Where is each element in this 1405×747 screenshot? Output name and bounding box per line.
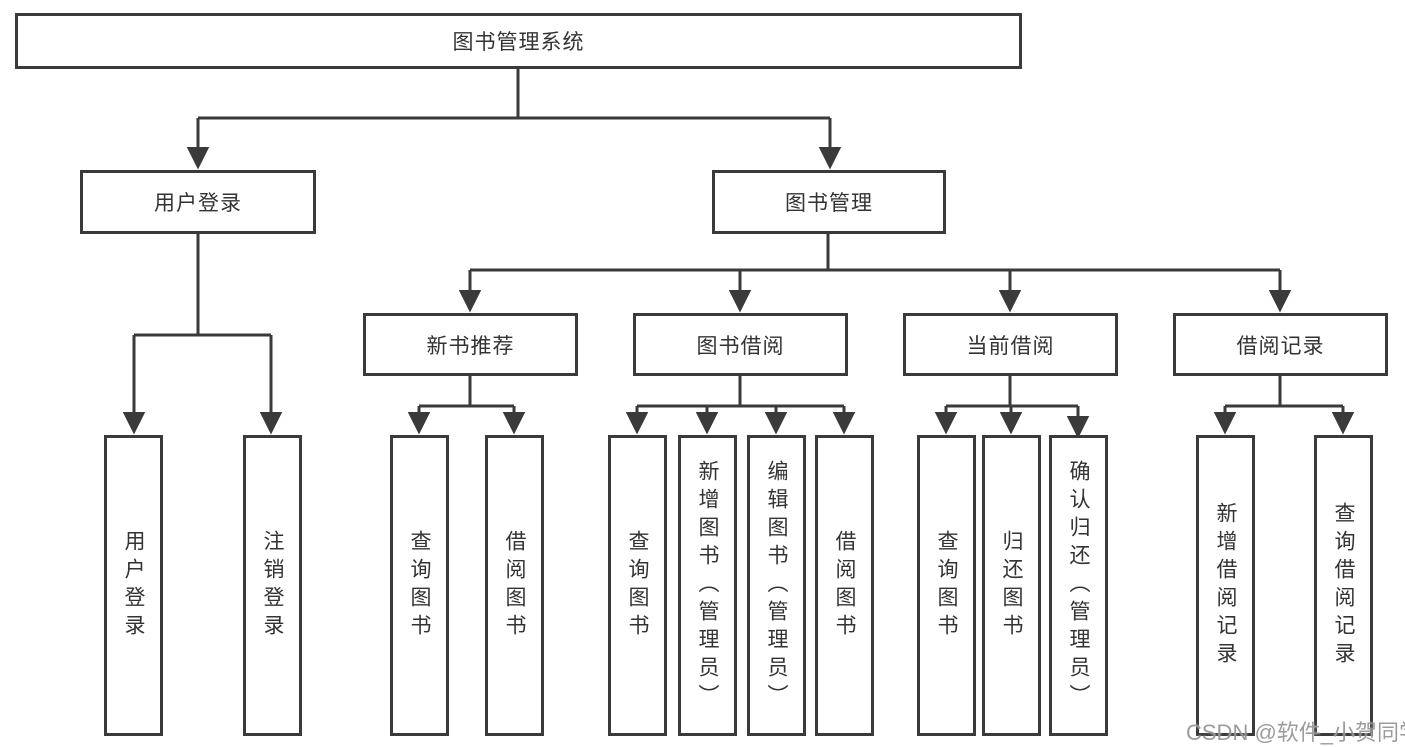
- leaf-label: 确认归还（管理员）: [1067, 459, 1090, 712]
- connector-cur-borrow-trunk: [946, 376, 1078, 408]
- leaf-label: 新增借阅记录: [1214, 501, 1237, 670]
- leaf-return-book: 归还图书: [982, 435, 1041, 736]
- node-label: 当前借阅: [966, 334, 1055, 358]
- node-current-borrowing: 当前借阅: [903, 313, 1118, 376]
- leaf-label: 注销登录: [261, 529, 284, 642]
- connector-new-book-trunk: [419, 376, 514, 408]
- node-new-book-recommendation: 新书推荐: [363, 313, 578, 376]
- node-library-management-system: 图书管理系统: [15, 13, 1022, 69]
- connector-book-borrow-trunk: [637, 376, 844, 408]
- leaf-borrow-books: 借阅图书: [815, 435, 874, 736]
- node-label: 借阅记录: [1236, 334, 1325, 358]
- leaf-label: 用户登录: [122, 529, 145, 642]
- leaf-query-borrow-record: 查询借阅记录: [1314, 435, 1373, 736]
- node-user-login: 用户登录: [80, 170, 316, 234]
- node-book-borrowing: 图书借阅: [633, 313, 848, 376]
- leaf-label: 新增图书（管理员）: [696, 459, 719, 712]
- node-label: 用户登录: [154, 192, 242, 215]
- node-label: 图书管理系统: [452, 31, 585, 54]
- leaf-query-books: 查询图书: [608, 435, 667, 736]
- leaf-logout: 注销登录: [243, 435, 302, 736]
- leaf-confirm-return-admin: 确认归还（管理员）: [1049, 435, 1108, 736]
- leaf-add-book-admin: 新增图书（管理员）: [678, 435, 737, 736]
- node-label: 新书推荐: [426, 334, 515, 358]
- leaf-label: 编辑图书（管理员）: [765, 459, 788, 712]
- node-label: 图书管理: [785, 192, 873, 215]
- leaf-query-books: 查询图书: [390, 435, 449, 736]
- connector-book-mgmt-trunk: [470, 234, 1280, 272]
- csdn-watermark: CSDN @软件_小贺同学: [1186, 720, 1405, 745]
- node-borrowing-records: 借阅记录: [1173, 313, 1388, 376]
- node-book-management: 图书管理: [712, 170, 946, 234]
- leaf-borrow-books: 借阅图书: [485, 435, 544, 736]
- connector-root-trunk: [198, 68, 830, 120]
- leaf-label: 归还图书: [1000, 529, 1023, 642]
- leaf-label: 查询借阅记录: [1332, 501, 1355, 670]
- leaf-label: 借阅图书: [833, 529, 856, 642]
- connector-user-login-trunk: [134, 234, 271, 337]
- leaf-user-login: 用户登录: [104, 435, 163, 736]
- leaf-query-books: 查询图书: [917, 435, 976, 736]
- leaf-label: 查询图书: [935, 529, 958, 642]
- leaf-label: 查询图书: [408, 529, 431, 642]
- connector-borrow-rec-trunk: [1225, 376, 1343, 408]
- leaf-label: 查询图书: [626, 529, 649, 642]
- leaf-add-borrow-record: 新增借阅记录: [1196, 435, 1255, 736]
- leaf-edit-book-admin: 编辑图书（管理员）: [747, 435, 806, 736]
- leaf-label: 借阅图书: [503, 529, 526, 642]
- node-label: 图书借阅: [696, 334, 785, 358]
